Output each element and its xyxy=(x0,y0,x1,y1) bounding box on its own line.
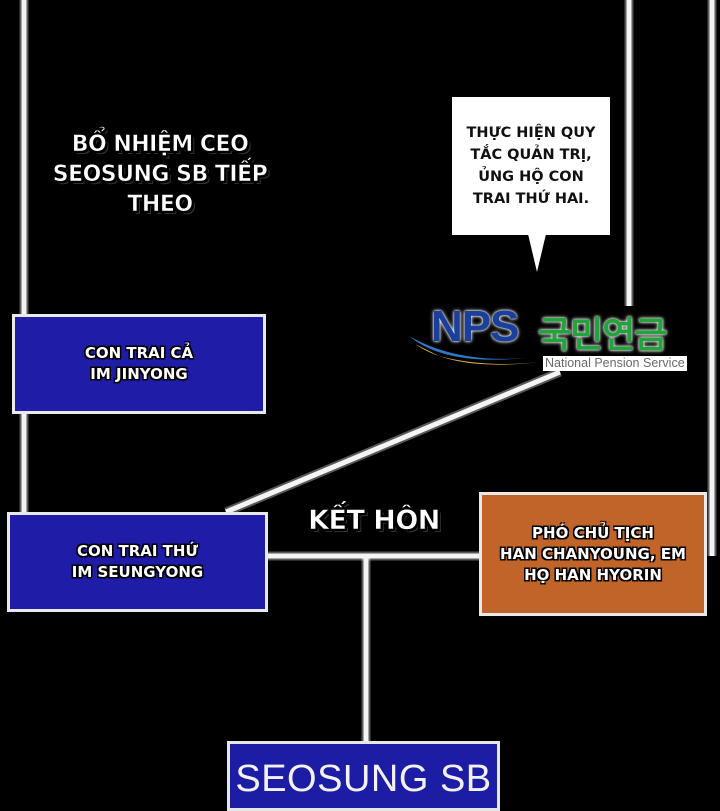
node-company-label: SEOSUNG SB xyxy=(235,758,492,800)
speech-bubble-text: THỰC HIỆN QUY TẮC QUẢN TRỊ, ỦNG HỘ CON T… xyxy=(466,125,596,207)
node-second-son: CON TRAI THỨ IM SEUNGYONG xyxy=(7,512,268,612)
node-eldest-son: CON TRAI CẢ IM JINYONG xyxy=(12,314,266,414)
node-vice-chairman: PHÓ CHỦ TỊCH HAN CHANYOUNG, EM HỌ HAN HY… xyxy=(479,492,707,616)
appointment-caption-line2: SEOSUNG SB TIẾP THEO xyxy=(52,162,268,218)
speech-bubble: THỰC HIỆN QUY TẮC QUẢN TRỊ, ỦNG HỘ CON T… xyxy=(452,97,610,235)
nps-logo-korean: 국민연금 xyxy=(538,315,667,356)
appointment-caption: BỔ NHIỆM CEO SEOSUNG SB TIẾP THEO xyxy=(28,130,292,220)
node-vice-chairman-label: PHÓ CHỦ TỊCH HAN CHANYOUNG, EM HỌ HAN HY… xyxy=(500,523,686,584)
node-eldest-son-label: CON TRAI CẢ IM JINYONG xyxy=(84,344,194,383)
diagonal-line xyxy=(225,369,561,515)
marriage-caption: KẾT HÔN xyxy=(308,505,441,537)
node-second-son-label: CON TRAI THỨ IM SEUNGYONG xyxy=(71,542,204,581)
nps-logo-subtitle: National Pension Service xyxy=(543,356,687,371)
nps-logo: NPS 국민연금 National Pension Service xyxy=(405,296,710,380)
node-company: SEOSUNG SB xyxy=(227,741,500,811)
nps-swoosh-icon xyxy=(409,336,540,365)
nps-logo-letters: NPS xyxy=(431,302,519,351)
speech-bubble-tail xyxy=(528,234,546,272)
appointment-caption-line1: BỔ NHIỆM CEO xyxy=(71,132,249,158)
